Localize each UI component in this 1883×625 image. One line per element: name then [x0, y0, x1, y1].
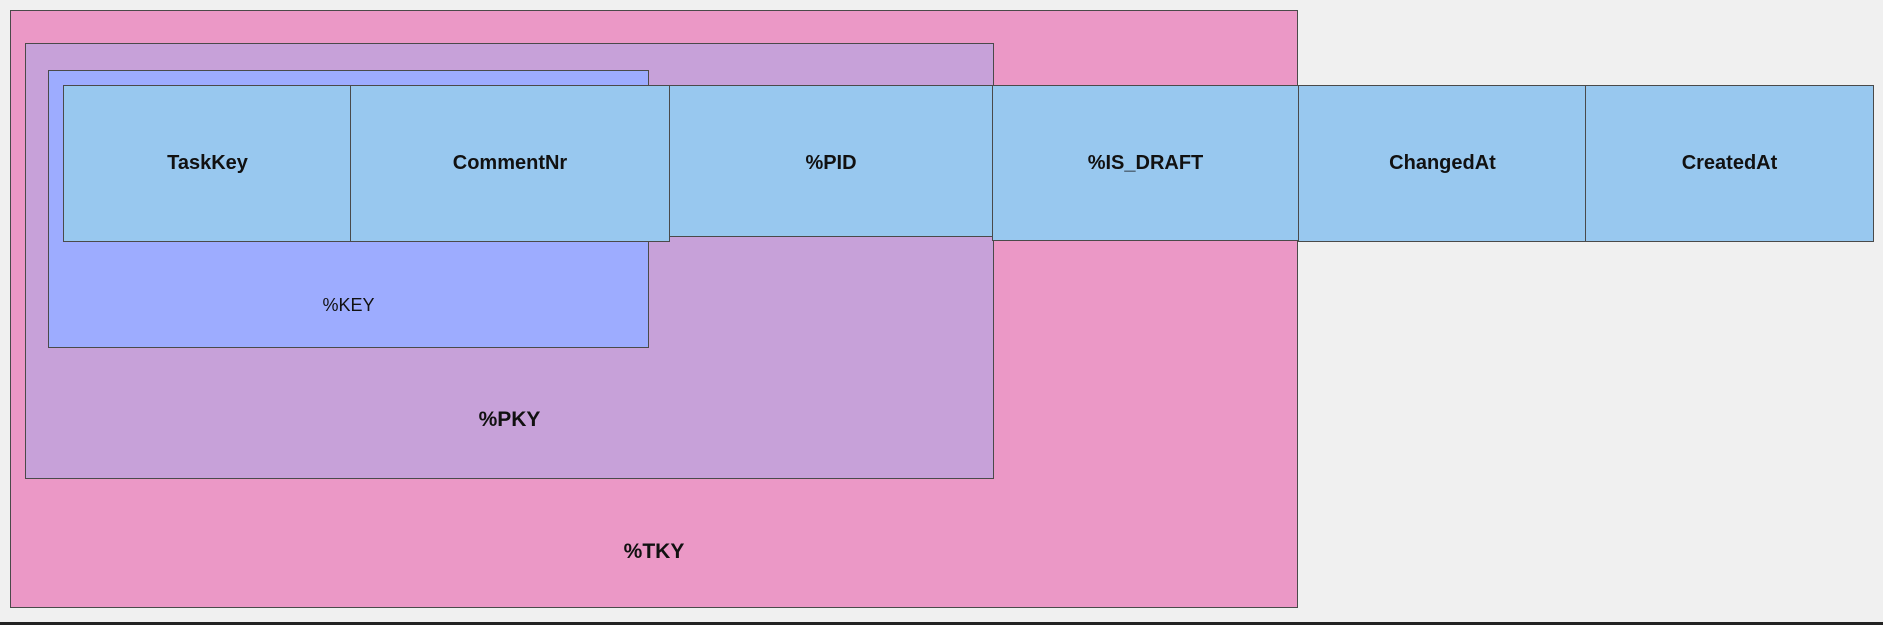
field-commentnr: CommentNr	[350, 85, 670, 242]
field-is-draft: %IS_DRAFT	[992, 85, 1299, 241]
field-pid: %PID	[668, 85, 994, 237]
bottom-border	[0, 622, 1883, 625]
field-changedat: ChangedAt	[1298, 85, 1587, 242]
group-key-label: %KEY	[322, 295, 375, 315]
field-createdat: CreatedAt	[1585, 85, 1874, 242]
group-tky-label: %TKY	[623, 540, 685, 563]
group-pky-label: %PKY	[478, 408, 541, 431]
field-taskkey: TaskKey	[63, 85, 352, 242]
